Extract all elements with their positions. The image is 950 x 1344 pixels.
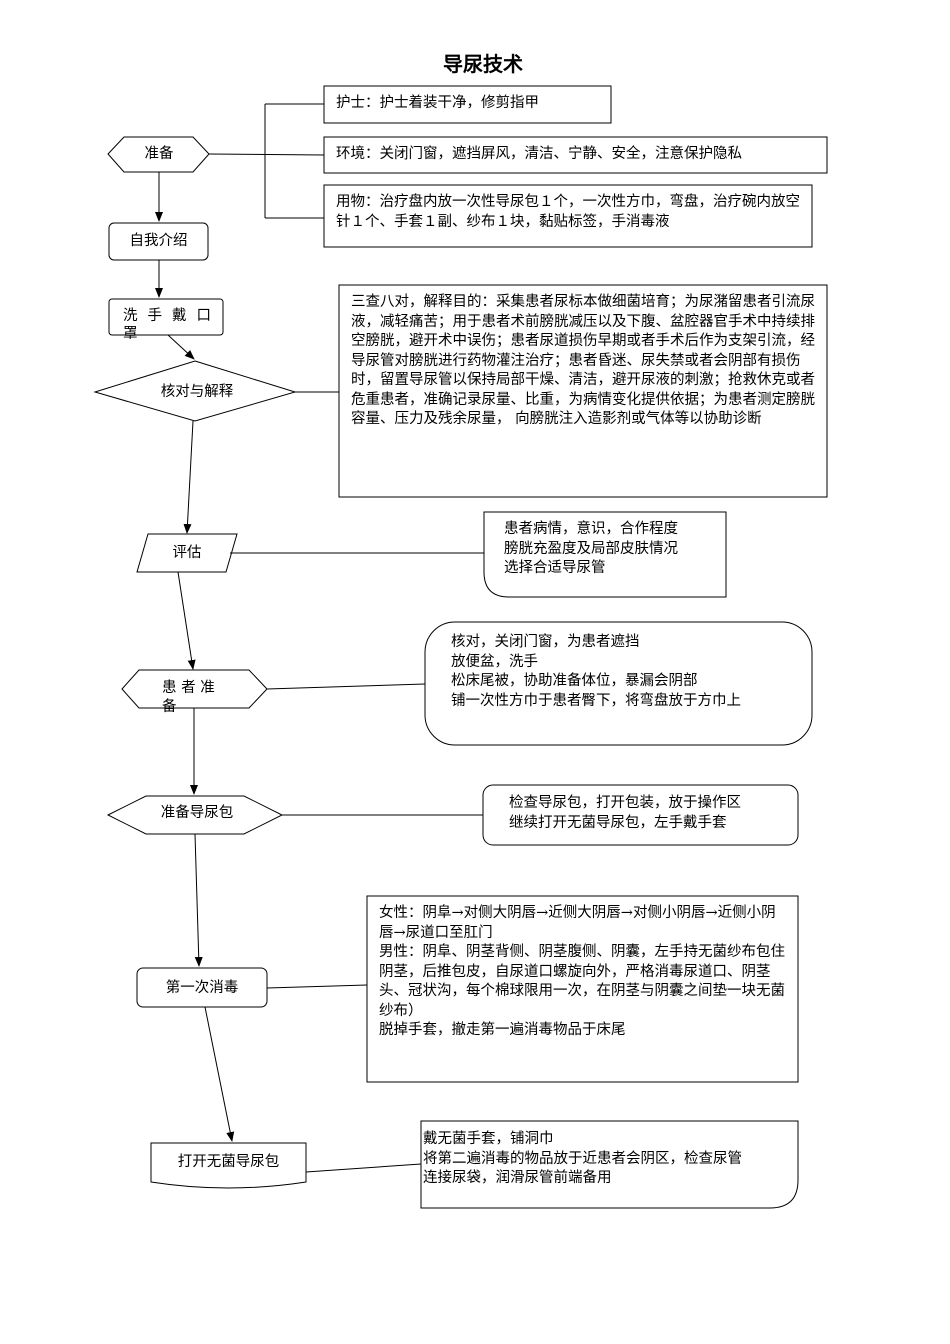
environment-note: 环境：关闭门窗，遮挡屏风，清洁、宁静、安全，注意保护隐私 bbox=[336, 146, 742, 162]
patient-prep-note-line: 铺一次性方巾于患者臀下，将弯盘放于方巾上 bbox=[451, 692, 741, 709]
open-pack-node bbox=[150, 1142, 307, 1189]
patient-prep-note: 核对，关闭门窗，为患者遮挡 放便盆，洗手 松床尾被，协助准备体位，暴漏会阴部 铺… bbox=[451, 633, 801, 711]
environment-box bbox=[323, 136, 828, 174]
open-pack-label: 打开无菌导尿包 bbox=[177, 1154, 280, 1170]
patient-prep-note-link bbox=[266, 683, 426, 690]
arrow-wash-verify bbox=[167, 334, 195, 360]
open-pack-note-link bbox=[305, 1163, 422, 1173]
first-disinfect-box bbox=[366, 895, 799, 1083]
male-steps: 男性：阴阜、阴茎背侧、阴茎腹侧、阴囊，左手持无菌纱布包住阴茎，后推包皮，自尿道口… bbox=[379, 944, 785, 1019]
verify-label: 核对与解释 bbox=[160, 384, 234, 400]
open-pack-note-line: 连接尿袋，润滑尿管前端备用 bbox=[423, 1170, 612, 1186]
female-steps: 女性：阴阜→对侧大阴唇→近侧大阴唇→对侧小阴唇→近侧小阴唇→尿道口至肛门 bbox=[379, 905, 776, 941]
first-disinfect-note: 女性：阴阜→对侧大阴唇→近侧大阴唇→对侧小阴唇→近侧小阴唇→尿道口至肛门 男性：… bbox=[379, 904, 785, 1041]
prepare-label: 准备 bbox=[144, 146, 174, 162]
verify-box bbox=[338, 284, 828, 498]
verify-note: 三查八对，解释目的：采集患者尿标本做细菌培育；为尿潴留患者引流尿液，减轻痛苦；用… bbox=[351, 294, 815, 427]
patient-prep-note-line: 松床尾被，协助准备体位，暴漏会阴部 bbox=[451, 673, 698, 689]
catheter-prep-note-line: 检查导尿包，打开包装，放于操作区 bbox=[509, 795, 741, 811]
after-steps: 脱掉手套，撤走第一遍消毒物品于床尾 bbox=[379, 1022, 626, 1038]
open-pack-note-line: 将第二遍消毒的物品放于近患者会阴区，检查尿管 bbox=[423, 1150, 742, 1167]
assess-label: 评估 bbox=[172, 545, 202, 561]
arrow-assess-patient bbox=[177, 571, 196, 670]
patient-prep-note-line: 核对，关闭门窗，为患者遮挡 bbox=[451, 634, 640, 650]
open-pack-box bbox=[420, 1120, 799, 1209]
assess-note: 患者病情，意识，合作程度 膀胱充盈度及局部皮肤情况 选择合适导尿管 bbox=[504, 520, 720, 579]
prepare-bracket-line bbox=[208, 153, 325, 156]
wash-node bbox=[108, 298, 224, 336]
verify-node bbox=[93, 360, 297, 422]
patient-prep-box bbox=[424, 621, 813, 746]
assess-note-line: 膀胱充盈度及局部皮肤情况 bbox=[504, 540, 678, 557]
open-pack-note-line: 戴无菌手套，铺洞巾 bbox=[423, 1131, 554, 1147]
nurse-box bbox=[323, 85, 612, 124]
page-title: 导尿技术 bbox=[443, 52, 523, 76]
arrow-catheter-disinfect bbox=[194, 833, 203, 967]
catheter-prep-label: 准备导尿包 bbox=[160, 805, 234, 821]
patient-prep-label: 患 者 准 备 bbox=[162, 680, 215, 715]
supplies-note: 用物：治疗盘内放一次性导尿包１个，一次性方巾，弯盘，治疗碗内放空针１个、手套１副… bbox=[336, 194, 800, 230]
first-disinfect-label: 第一次消毒 bbox=[165, 980, 239, 996]
arrow-verify-assess bbox=[183, 420, 194, 534]
catheter-prep-note-line: 继续打开无菌导尿包，左手戴手套 bbox=[509, 814, 727, 831]
assess-note-line: 选择合适导尿管 bbox=[504, 560, 606, 576]
nurse-note: 护士：护士着装干净，修剪指甲 bbox=[336, 95, 539, 111]
intro-label: 自我介绍 bbox=[129, 233, 188, 249]
supplies-box bbox=[323, 184, 813, 248]
first-disinfect-note-link bbox=[266, 984, 368, 989]
assess-box bbox=[483, 511, 727, 598]
assess-node bbox=[136, 533, 238, 573]
assess-note-line: 患者病情，意识，合作程度 bbox=[504, 521, 678, 537]
catheter-prep-box bbox=[482, 784, 799, 846]
wash-label: 洗 手 戴 口 罩 bbox=[123, 308, 211, 342]
arrow-disinfect-openpack bbox=[204, 1006, 235, 1142]
catheter-prep-note: 检查导尿包，打开包装，放于操作区 继续打开无菌导尿包，左手戴手套 bbox=[509, 794, 794, 833]
open-pack-note: 戴无菌手套，铺洞巾 将第二遍消毒的物品放于近患者会阴区，检查尿管 连接尿袋，润滑… bbox=[423, 1130, 773, 1189]
patient-prep-note-line: 放便盆，洗手 bbox=[451, 653, 538, 670]
